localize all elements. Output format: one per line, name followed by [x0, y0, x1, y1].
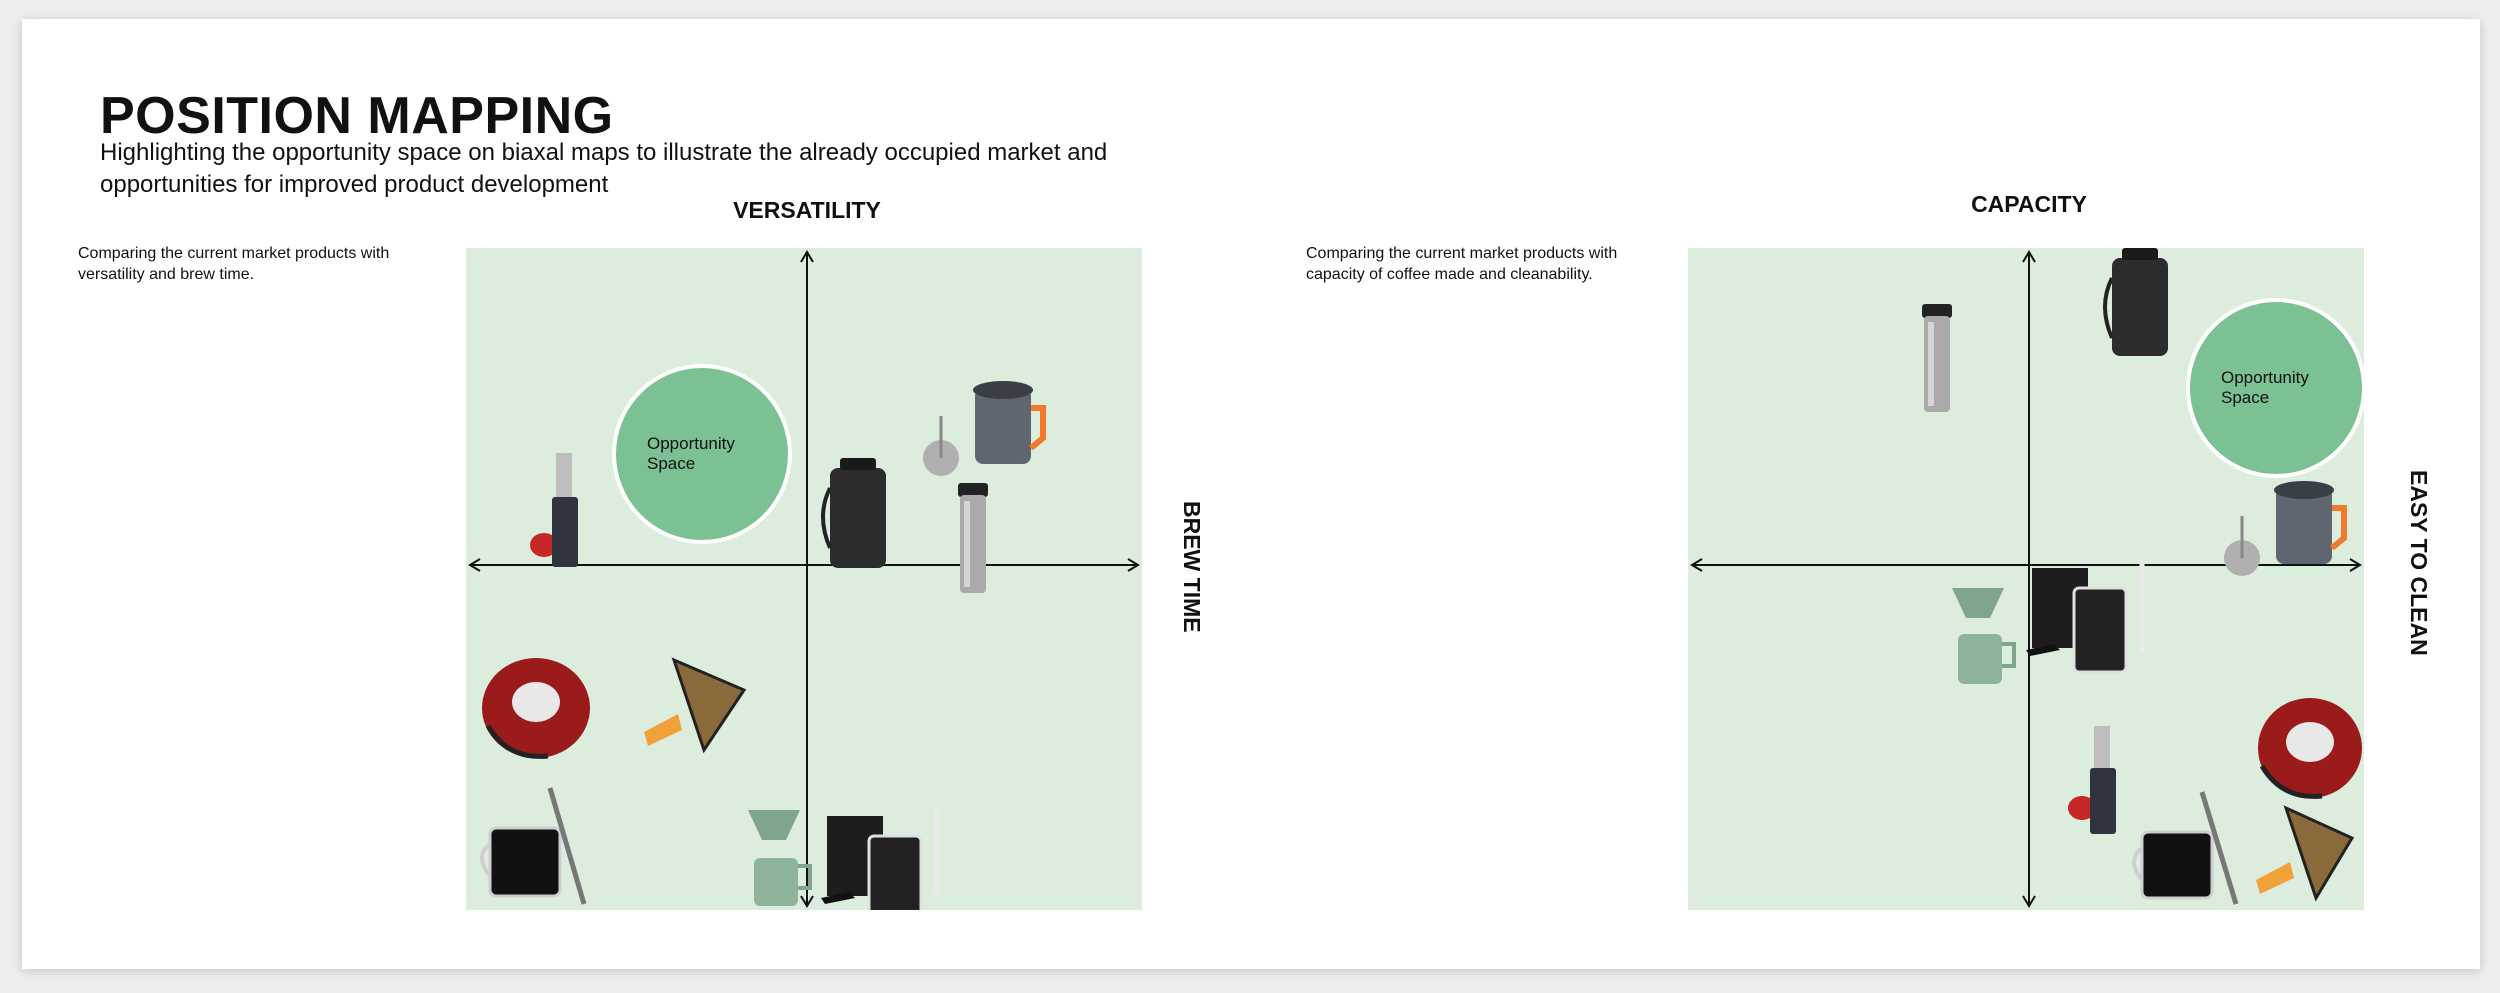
map1-x-axis-label: BREW TIME — [1178, 501, 1205, 633]
map1-y-axis-label: VERSATILITY — [607, 197, 1007, 224]
cone-filter-icon — [644, 660, 744, 750]
aeropress-icon — [530, 453, 578, 567]
silicone-dripper-icon — [2258, 698, 2362, 798]
cone-filter-icon — [2256, 808, 2352, 898]
camp-pot-press-icon — [923, 381, 1043, 476]
map2-opportunity-space: Opportunity Space — [2186, 298, 2366, 478]
pour-over-set-icon — [748, 810, 810, 906]
map1-axes — [470, 252, 1138, 906]
boxed-french-press-icon — [821, 806, 937, 910]
map2-y-axis-label: CAPACITY — [1829, 191, 2229, 218]
map2-x-axis-label: EASY TO CLEAN — [2405, 470, 2432, 656]
silicone-dripper-icon — [482, 658, 590, 758]
map2-description: Comparing the current market products wi… — [1306, 243, 1666, 285]
pour-over-set-icon — [1952, 588, 2014, 684]
slide-page: POSITION MAPPING Highlighting the opport… — [22, 19, 2480, 969]
travel-press-bottle-icon — [1922, 304, 1952, 412]
french-press-tumbler-icon — [2105, 248, 2168, 356]
page-subtitle: Highlighting the opportunity space on bi… — [100, 137, 1160, 201]
map1-opportunity-space: Opportunity Space — [612, 364, 792, 544]
french-press-tumbler-icon — [823, 458, 886, 568]
map1-panel: Opportunity Space — [466, 248, 1142, 910]
map2-opportunity-label: Opportunity Space — [2221, 368, 2331, 408]
map2-panel: Opportunity Space — [1688, 248, 2364, 910]
boxed-french-press-icon — [2026, 564, 2142, 672]
map1-opportunity-label: Opportunity Space — [647, 434, 757, 474]
glass-mug-spoon-icon — [2134, 792, 2236, 904]
aeropress-icon — [2068, 726, 2116, 834]
travel-press-bottle-icon — [958, 483, 988, 593]
map1-graphics — [466, 248, 1142, 910]
map1-description: Comparing the current market products wi… — [78, 243, 438, 285]
camp-pot-press-icon — [2224, 481, 2344, 576]
glass-mug-spoon-icon — [482, 788, 584, 904]
